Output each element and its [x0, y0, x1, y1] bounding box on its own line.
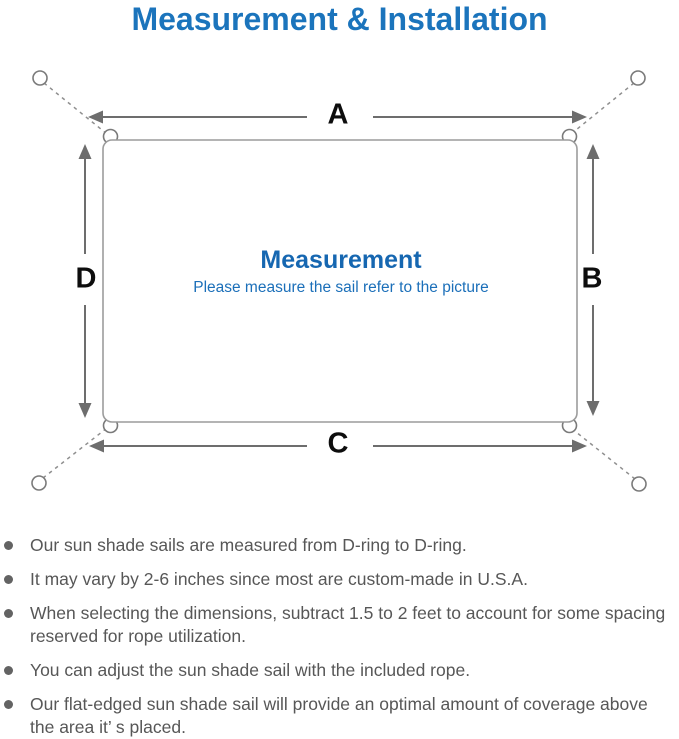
bullet-dot-icon — [4, 609, 13, 618]
note-item: When selecting the dimensions, subtract … — [0, 602, 679, 648]
page-title: Measurement & Installation — [131, 1, 548, 37]
note-text: Our flat-edged sun shade sail will provi… — [30, 694, 648, 714]
arrow-a — [88, 110, 587, 124]
note-item: Our flat-edged sun shade sail will provi… — [0, 693, 679, 739]
note-item: It may vary by 2-6 inches since most are… — [0, 568, 679, 591]
dimension-label-a: A — [327, 98, 349, 131]
bullet-dot-icon — [4, 541, 13, 550]
anchor-point-icon — [31, 70, 647, 492]
measurement-heading: Measurement — [260, 246, 422, 274]
sail-center-text: Measurement Please measure the sail refe… — [131, 246, 551, 298]
dimension-label-b: B — [581, 262, 603, 295]
bullet-dot-icon — [4, 575, 13, 584]
measurement-diagram — [31, 70, 647, 492]
bullet-dot-icon — [4, 700, 13, 709]
bullet-dot-icon — [4, 666, 13, 675]
note-item: Our sun shade sails are measured from D-… — [0, 534, 679, 557]
notes-list: Our sun shade sails are measured from D-… — [0, 534, 679, 739]
note-text: reserved for rope utilization. — [30, 626, 246, 646]
note-text: You can adjust the sun shade sail with t… — [30, 660, 471, 680]
arrow-d — [78, 144, 92, 418]
rope-dashed-line — [42, 82, 636, 480]
note-text: the area it’ s placed. — [30, 717, 186, 737]
measurement-subtitle: Please measure the sail refer to the pic… — [193, 279, 489, 296]
dimension-label-d: D — [75, 262, 97, 295]
sail-outline — [102, 139, 578, 423]
arrow-c — [89, 439, 587, 453]
note-text: When selecting the dimensions, subtract … — [30, 603, 666, 623]
note-text: It may vary by 2-6 inches since most are… — [30, 569, 528, 589]
note-text: Our sun shade sails are measured from D-… — [30, 535, 467, 555]
dimension-label-c: C — [327, 427, 349, 460]
note-item: You can adjust the sun shade sail with t… — [0, 659, 679, 682]
arrow-b — [586, 144, 600, 416]
